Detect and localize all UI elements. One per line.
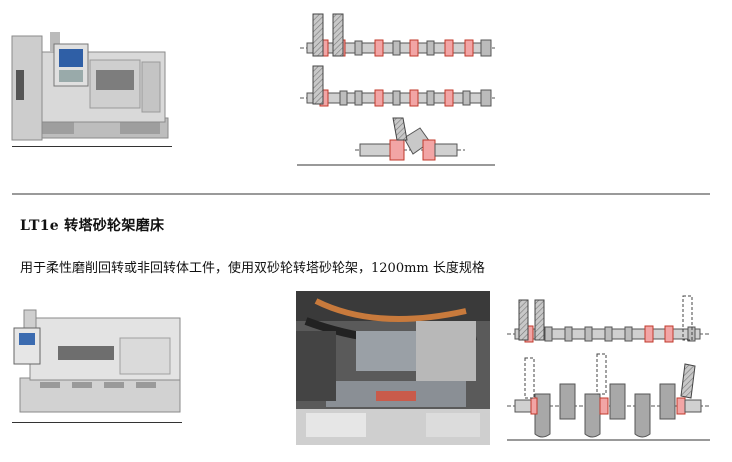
crankshaft-diagram xyxy=(507,295,710,441)
section-title: LT1e 转塔砂轮架磨床 xyxy=(20,218,165,234)
grinding-machine-photo-bottom xyxy=(13,309,181,413)
camshaft-diagram-top xyxy=(297,13,495,166)
camshaft-row-1 xyxy=(300,13,495,57)
machine-interior-photo xyxy=(296,291,490,445)
section-divider xyxy=(12,193,710,195)
camshaft-row-2 xyxy=(300,65,495,107)
underline-photo-top xyxy=(12,146,172,147)
underline-photo-bottom xyxy=(12,422,182,423)
section-description: 用于柔性磨削回转或非回转体工件，使用双砂轮转塔砂轮架，1200mm 长度规格 xyxy=(20,261,485,276)
eccentric-shaft-row xyxy=(355,117,465,161)
grinding-machine-photo-top xyxy=(11,32,169,141)
